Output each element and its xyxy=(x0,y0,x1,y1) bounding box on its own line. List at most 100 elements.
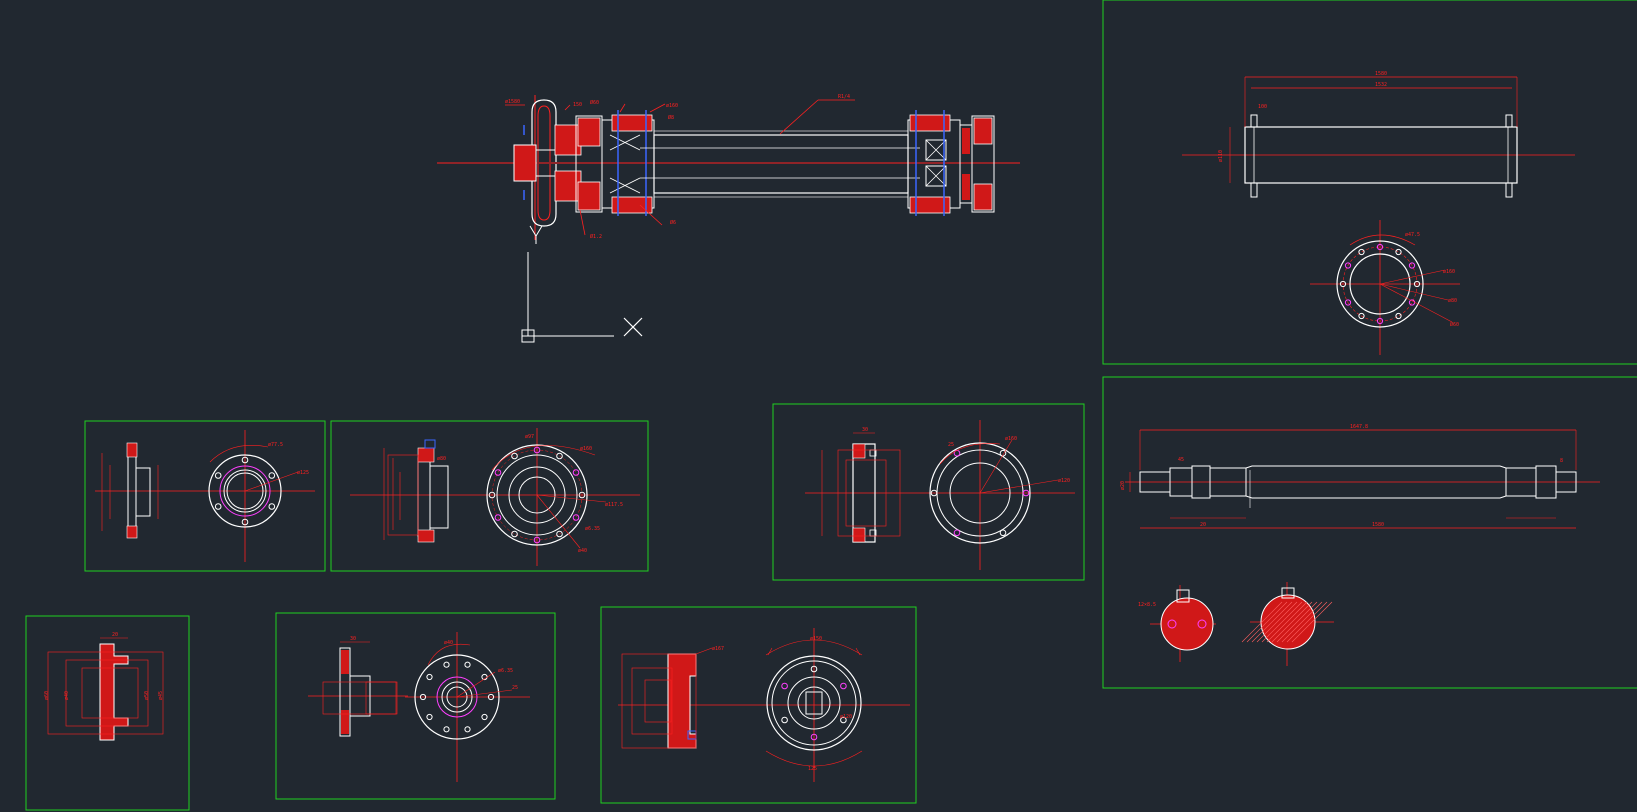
hatch-line xyxy=(1281,601,1323,643)
bolt-hole-pattern xyxy=(214,456,276,526)
dimension-text: ø97 xyxy=(525,434,534,440)
main-assembly-drawing[interactable]: ø1580 150 Ø60 ø160 Ø8 R1/4 Ø6 Ø1.2 xyxy=(437,94,1020,240)
dimension-text: ø160 xyxy=(1005,436,1017,442)
bolt-hole xyxy=(1413,280,1421,288)
dimension-text: 100 xyxy=(1258,104,1267,110)
dimension-text: ø40 xyxy=(64,691,70,700)
bolt-hole xyxy=(999,529,1007,537)
bolt-hole-pattern xyxy=(930,449,1030,537)
bolt-hole xyxy=(241,456,249,464)
assembly-label: Ø60 xyxy=(590,99,599,106)
bolt-hole xyxy=(840,682,847,690)
ucs-icon xyxy=(521,225,643,343)
bolt-hole-pattern xyxy=(488,446,586,544)
dimension-text: ø117.5 xyxy=(605,502,623,508)
bolt-hole xyxy=(268,503,276,510)
dimension-text: ø167 xyxy=(712,646,724,652)
dimension-text: ø47.5 xyxy=(1405,232,1420,238)
bolt-hole xyxy=(1395,312,1402,320)
bolt-hole xyxy=(1339,280,1347,288)
hatch-line xyxy=(1251,601,1293,643)
assembly-label: Ø1.2 xyxy=(590,233,602,240)
bolt-hole xyxy=(443,726,450,733)
ucs-y-axis-icon xyxy=(529,225,543,244)
drawing-sheet-flange-a[interactable]: ø77.5 ø125 xyxy=(84,420,326,572)
bolt-hole xyxy=(443,661,450,668)
dimension-text: 12×8.5 xyxy=(1138,602,1156,608)
bolt-hole xyxy=(533,446,541,454)
bolt-hole xyxy=(214,503,222,510)
bolt-hole xyxy=(533,536,541,544)
bolt-hole xyxy=(481,713,488,721)
bolt-hole-pattern xyxy=(781,665,847,741)
dimension-text: 20 xyxy=(112,632,118,638)
bolt-hole xyxy=(840,716,847,724)
bolt-hole xyxy=(810,733,818,741)
dimension-text: ø125 xyxy=(297,470,309,476)
bolt-hole-pattern xyxy=(419,661,495,733)
bolt-hole xyxy=(494,514,502,521)
bolt-hole xyxy=(511,452,518,460)
drawing-sheet-small-ring[interactable]: 20 ø60 ø40 ø50 ø45 xyxy=(25,615,190,811)
drawing-sheet-cylinder[interactable]: 1580 1532 ø110 100 ø47.5 ø160 ø80 Ø60 xyxy=(1102,0,1637,365)
drawing-sheet-shaft[interactable]: 1647.8 ø20 45 1580 20 8 12×8.5 xyxy=(1102,376,1637,689)
dimension-text: ø40 xyxy=(578,548,587,554)
bolt-hole xyxy=(930,489,938,497)
dimension-text: 125 xyxy=(808,766,817,772)
assembly-label: 150 xyxy=(573,102,582,108)
bolt-hole xyxy=(556,452,563,460)
dimension-text: ø110 xyxy=(1218,150,1224,162)
dimension-text: ø40 xyxy=(444,640,453,646)
drawing-sheet-flange-b[interactable]: ø97 ø160 ø117.5 ø6.35 ø40 ø80 xyxy=(330,420,649,572)
bolt-hole xyxy=(1408,262,1416,269)
dimension-text: ø160 xyxy=(580,446,592,452)
hatch-line xyxy=(1276,601,1318,643)
bolt-hole xyxy=(487,693,495,701)
dimension-text: 1647.8 xyxy=(1350,424,1368,430)
dimension-text: 30 xyxy=(862,427,868,433)
drawing-sheet-end-plate[interactable]: 30 ø160 ø120 25 xyxy=(772,403,1085,581)
dimension-text: ø45 xyxy=(158,691,164,700)
hatch-line xyxy=(1241,601,1283,643)
bolt-hole xyxy=(511,530,518,538)
bolt-hole xyxy=(781,682,788,690)
bolt-hole xyxy=(572,469,580,476)
dimension-text: ø160 xyxy=(1443,269,1455,275)
dimension-text: 1580 xyxy=(1372,522,1384,528)
drawing-sheet-seal-cover[interactable]: ø167 ø150 125 ø120 xyxy=(600,606,917,804)
bolt-hole xyxy=(1358,248,1365,256)
hatch-line xyxy=(1256,601,1298,643)
dimension-text: 1532 xyxy=(1375,82,1387,88)
hatch-line xyxy=(1246,601,1288,643)
hatch-line xyxy=(1271,601,1313,643)
bolt-hole xyxy=(999,449,1007,457)
dimension-text: ø120 xyxy=(840,714,852,720)
bolt-hole xyxy=(494,469,502,476)
dimension-text: 20 xyxy=(1200,522,1206,528)
drawing-sheet-hub-flange[interactable]: 30 ø40 ø6.35 25 xyxy=(275,612,556,800)
bolt-hole xyxy=(268,472,276,479)
assembly-label: ø1580 xyxy=(505,99,520,105)
dimension-text: 1580 xyxy=(1375,71,1387,77)
dimension-text: ø6.35 xyxy=(498,668,513,674)
bolt-hole xyxy=(1344,299,1352,306)
hatch-line xyxy=(1291,601,1333,643)
dimension-text: 8 xyxy=(1560,458,1563,464)
bolt-hole xyxy=(556,530,563,538)
dimension-text: 30 xyxy=(350,636,356,642)
dimension-text: ø50 xyxy=(144,691,150,700)
bolt-hole xyxy=(953,529,961,537)
bolt-hole xyxy=(419,693,427,701)
assembly-label: Ø6 xyxy=(670,219,676,226)
bolt-hole xyxy=(464,661,471,668)
hatch-line xyxy=(1266,601,1308,643)
assembly-label: Ø8 xyxy=(668,114,674,121)
dimension-text: ø80 xyxy=(1448,298,1457,304)
hatch-line xyxy=(1286,601,1328,643)
bolt-hole xyxy=(1022,489,1030,497)
bolt-hole xyxy=(464,726,471,733)
bolt-hole xyxy=(810,665,818,673)
dimension-text: ø6.35 xyxy=(585,526,600,532)
assembly-label: R1/4 xyxy=(838,94,850,100)
